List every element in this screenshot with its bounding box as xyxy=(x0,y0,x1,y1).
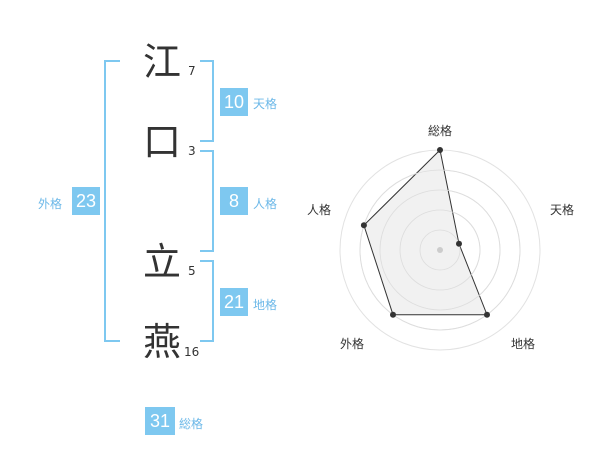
radar-inner-ring-3 xyxy=(379,189,501,311)
stroke-count-2: 3 xyxy=(188,144,196,158)
gaikaku-value: 23 xyxy=(72,187,100,215)
radar-point-5 xyxy=(360,222,367,229)
radar-inner-ring-4 xyxy=(359,169,521,331)
radar-label-tenkaku: 天格 xyxy=(550,203,575,217)
chikaku-label: 地格 xyxy=(253,298,278,312)
jinkaku-bracket xyxy=(200,150,214,252)
radar-label-gaikaku: 外格 xyxy=(340,337,365,351)
name-char-1: 江 xyxy=(143,40,182,84)
chikaku-value: 21 xyxy=(220,288,248,316)
radar-point-4 xyxy=(390,311,396,318)
soukaku-value: 31 xyxy=(145,407,175,435)
radar-point-1 xyxy=(437,147,443,153)
jinkaku-value: 8 xyxy=(220,187,248,215)
stroke-count-3: 5 xyxy=(188,264,196,278)
radar-polygon xyxy=(363,148,488,316)
name-char-2: 口 xyxy=(143,120,182,164)
tenkaku-label: 天格 xyxy=(253,97,278,111)
gaikaku-label: 外格 xyxy=(38,197,63,211)
radar-label-jinkaku: 人格 xyxy=(307,203,332,217)
radar-label-soukaku: 総格 xyxy=(428,124,453,138)
radar-label-chikaku: 地格 xyxy=(511,337,536,351)
stroke-count-4: 16 xyxy=(184,345,200,359)
radar-inner-ring-1 xyxy=(419,229,461,271)
tenkaku-value: 10 xyxy=(220,88,248,116)
radar-point-3 xyxy=(484,311,490,318)
stroke-count-1: 7 xyxy=(188,64,196,78)
jinkaku-label: 人格 xyxy=(253,197,278,211)
chikaku-bracket xyxy=(200,260,214,342)
radar-inner-ring-2 xyxy=(399,209,481,291)
radar-center-dot xyxy=(437,247,443,253)
name-char-3: 立 xyxy=(143,240,182,284)
name-char-4: 燕 xyxy=(143,320,182,364)
radar-point-2 xyxy=(456,240,462,247)
soukaku-label: 総格 xyxy=(179,417,204,431)
gaikaku-bracket xyxy=(104,60,120,342)
tenkaku-bracket xyxy=(200,60,214,142)
